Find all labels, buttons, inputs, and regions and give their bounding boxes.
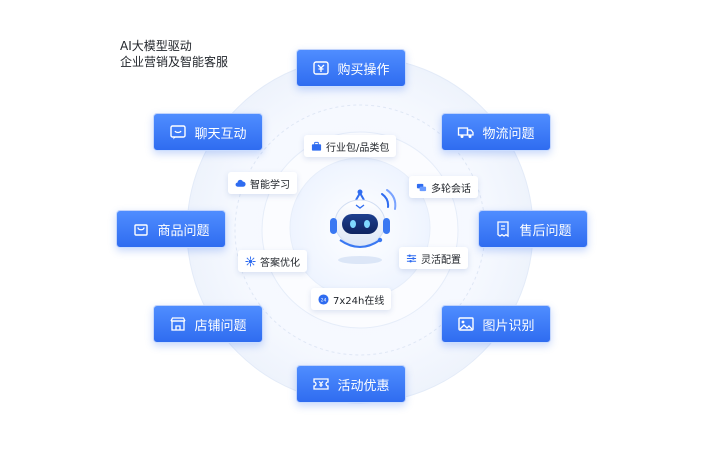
product-button[interactable]: 商品问题 — [116, 210, 226, 248]
store-icon — [170, 317, 187, 331]
yuan-box-icon — [313, 61, 330, 75]
aftersale-label: 售后问题 — [519, 223, 572, 239]
shopping-bag-icon — [134, 224, 149, 236]
sparkle-icon — [245, 255, 256, 267]
cloud-icon — [235, 179, 246, 187]
sliders-icon — [406, 254, 417, 262]
briefcase-icon — [311, 141, 322, 151]
promo-button[interactable]: 活动优惠 — [296, 365, 406, 403]
chip-learning: 智能学习 — [228, 172, 297, 194]
buy-button[interactable]: 购买操作 — [296, 49, 406, 87]
dialog-icon — [416, 183, 427, 191]
chat-smile-icon — [170, 125, 187, 140]
chip-answer: 答案优化 — [238, 250, 307, 272]
aftersale-button[interactable]: 售后问题 — [478, 210, 588, 248]
heading-line-2: 企业营销及智能客服 — [120, 55, 229, 69]
chip-flex-label: 灵活配置 — [421, 254, 461, 266]
receipt-icon — [497, 221, 510, 238]
coupon-icon — [313, 378, 330, 390]
store-button[interactable]: 店铺问题 — [153, 305, 263, 343]
promo-label: 活动优惠 — [337, 378, 390, 394]
heading: AI大模型驱动 企业营销及智能客服 — [120, 38, 228, 70]
svg-text:24: 24 — [321, 297, 327, 303]
chip-allday-label: 7x24h在线 — [333, 295, 385, 307]
chip-allday: 24 7x24h在线 — [311, 288, 392, 310]
chip-industry: 行业包/品类包 — [304, 135, 397, 157]
product-label: 商品问题 — [157, 223, 210, 239]
image-icon — [458, 317, 475, 331]
chat-label: 聊天互动 — [194, 126, 247, 142]
truck-icon — [458, 127, 475, 138]
robot-mascot-icon — [330, 189, 397, 264]
chip-industry-label: 行业包/品类包 — [326, 142, 390, 154]
logistics-button[interactable]: 物流问题 — [441, 113, 551, 151]
heading-line-1: AI大模型驱动 — [120, 39, 192, 53]
image-label: 图片识别 — [482, 318, 535, 334]
chip-answer-label: 答案优化 — [260, 257, 300, 269]
chip-multiturn-label: 多轮会话 — [431, 183, 471, 195]
chip-multiturn: 多轮会话 — [409, 176, 478, 198]
store-label: 店铺问题 — [194, 318, 247, 334]
chat-button[interactable]: 聊天互动 — [153, 113, 263, 151]
logistics-label: 物流问题 — [482, 126, 535, 142]
chip-flex: 灵活配置 — [399, 247, 468, 269]
image-button[interactable]: 图片识别 — [441, 305, 551, 343]
buy-label: 购买操作 — [337, 62, 390, 78]
clock-24-icon: 24 — [318, 293, 329, 305]
chip-learning-label: 智能学习 — [250, 179, 290, 191]
